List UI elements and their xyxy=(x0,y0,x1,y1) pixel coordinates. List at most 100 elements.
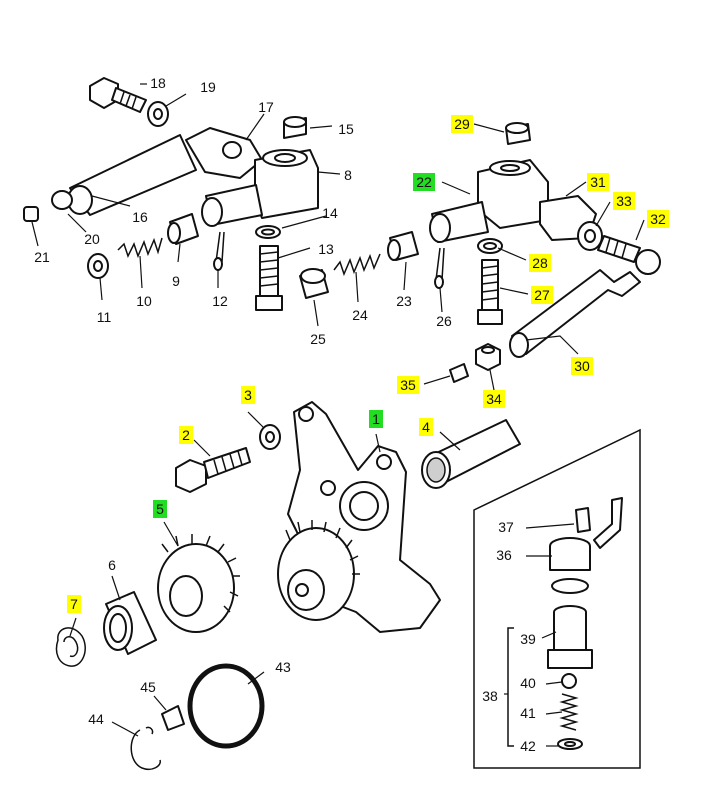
part-washer-19 xyxy=(147,101,169,127)
callout-number: 24 xyxy=(352,307,368,323)
callout-37: 37 xyxy=(498,519,514,535)
callout-highlight xyxy=(587,173,609,191)
callout-number: 35 xyxy=(400,377,416,393)
part-tube-37 xyxy=(575,497,623,549)
part-spring-41 xyxy=(559,693,579,731)
part-circlip-44 xyxy=(130,726,161,771)
callout-12: 12 xyxy=(212,293,228,309)
callout-5: 5 xyxy=(153,500,167,518)
callout-number: 12 xyxy=(212,293,228,309)
part-union-36 xyxy=(549,537,591,594)
part-bushing-29 xyxy=(505,122,531,145)
callout-number: 29 xyxy=(454,116,470,132)
callout-6: 6 xyxy=(108,557,116,573)
callout-10: 10 xyxy=(136,293,152,309)
callout-23: 23 xyxy=(396,293,412,309)
callout-9: 9 xyxy=(172,273,180,289)
callout-8: 8 xyxy=(344,167,352,183)
callout-16: 16 xyxy=(132,209,148,225)
part-plug-21 xyxy=(23,206,39,222)
part-ball-40 xyxy=(561,673,577,689)
callout-number: 36 xyxy=(496,547,512,563)
part-spring-24 xyxy=(333,253,381,277)
callout-2: 2 xyxy=(179,426,193,444)
callout-17: 17 xyxy=(258,99,274,115)
callout-number: 22 xyxy=(416,174,432,190)
callout-number: 14 xyxy=(322,205,338,221)
callout-13: 13 xyxy=(318,241,334,257)
callout-number: 13 xyxy=(318,241,334,257)
part-bushing-15 xyxy=(283,116,307,139)
callout-28: 28 xyxy=(529,254,551,272)
callout-11: 11 xyxy=(97,309,112,325)
part-washer-42 xyxy=(557,738,583,750)
callout-number: 37 xyxy=(498,519,514,535)
callout-number: 27 xyxy=(534,287,550,303)
callout-33: 33 xyxy=(613,192,635,210)
callout-number: 21 xyxy=(34,249,50,265)
callout-15: 15 xyxy=(338,121,354,137)
callout-number: 44 xyxy=(88,711,104,727)
part-nut-33 xyxy=(577,221,603,251)
callout-number: 41 xyxy=(520,705,536,721)
part-bolt-2 xyxy=(175,447,251,493)
callout-highlight xyxy=(483,390,505,408)
part-ring-11 xyxy=(87,253,109,279)
callout-30: 30 xyxy=(571,357,593,375)
callout-number: 28 xyxy=(532,255,548,271)
callout-highlight xyxy=(571,357,593,375)
part-washer-3 xyxy=(259,424,281,450)
callout-44: 44 xyxy=(88,711,104,727)
callout-highlight xyxy=(529,254,551,272)
part-circlip-7 xyxy=(55,627,86,667)
part-bolt-13 xyxy=(255,245,283,311)
callout-24: 24 xyxy=(352,307,368,323)
callout-highlight xyxy=(179,426,193,444)
callout-number: 15 xyxy=(338,121,354,137)
callout-3: 3 xyxy=(241,386,255,404)
callout-25: 25 xyxy=(310,331,326,347)
callout-number: 3 xyxy=(244,387,252,403)
part-washer-14 xyxy=(255,225,281,239)
callout-number: 1 xyxy=(372,411,380,427)
callout-27: 27 xyxy=(531,286,553,304)
callout-43: 43 xyxy=(275,659,291,675)
callout-31: 31 xyxy=(587,173,609,191)
part-gear-5 xyxy=(157,534,240,633)
callout-number: 45 xyxy=(140,679,156,695)
part-shaft-4 xyxy=(421,419,521,489)
callout-number: 25 xyxy=(310,331,326,347)
callout-32: 32 xyxy=(647,210,669,228)
part-adjusting-screw-32 xyxy=(597,235,661,275)
part-idler-gear xyxy=(277,520,360,621)
callout-highlight xyxy=(613,192,635,210)
callout-number: 20 xyxy=(84,231,100,247)
callout-highlight xyxy=(241,386,255,404)
part-o-ring-43 xyxy=(187,663,265,749)
callout-number: 30 xyxy=(574,358,590,374)
callout-number: 34 xyxy=(486,391,502,407)
callout-highlight xyxy=(67,595,81,613)
callout-42: 42 xyxy=(520,738,536,754)
callout-18: 18 xyxy=(150,75,166,91)
callout-21: 21 xyxy=(34,249,50,265)
callout-number: 10 xyxy=(136,293,152,309)
callout-29: 29 xyxy=(451,115,473,133)
part-cotter-pin-26 xyxy=(434,247,445,289)
callout-number: 17 xyxy=(258,99,274,115)
callout-number: 31 xyxy=(590,174,606,190)
callout-number: 11 xyxy=(97,309,112,325)
part-bolt-18 xyxy=(89,77,147,113)
callout-20: 20 xyxy=(84,231,100,247)
callout-number: 19 xyxy=(200,79,216,95)
callout-number: 38 xyxy=(482,688,498,704)
part-sleeve-25 xyxy=(299,268,329,299)
callout-number: 5 xyxy=(156,501,164,517)
callout-number: 2 xyxy=(182,427,190,443)
callout-19: 19 xyxy=(200,79,216,95)
callout-41: 41 xyxy=(520,705,536,721)
callout-highlight xyxy=(413,173,435,191)
part-spring-10 xyxy=(117,237,163,259)
